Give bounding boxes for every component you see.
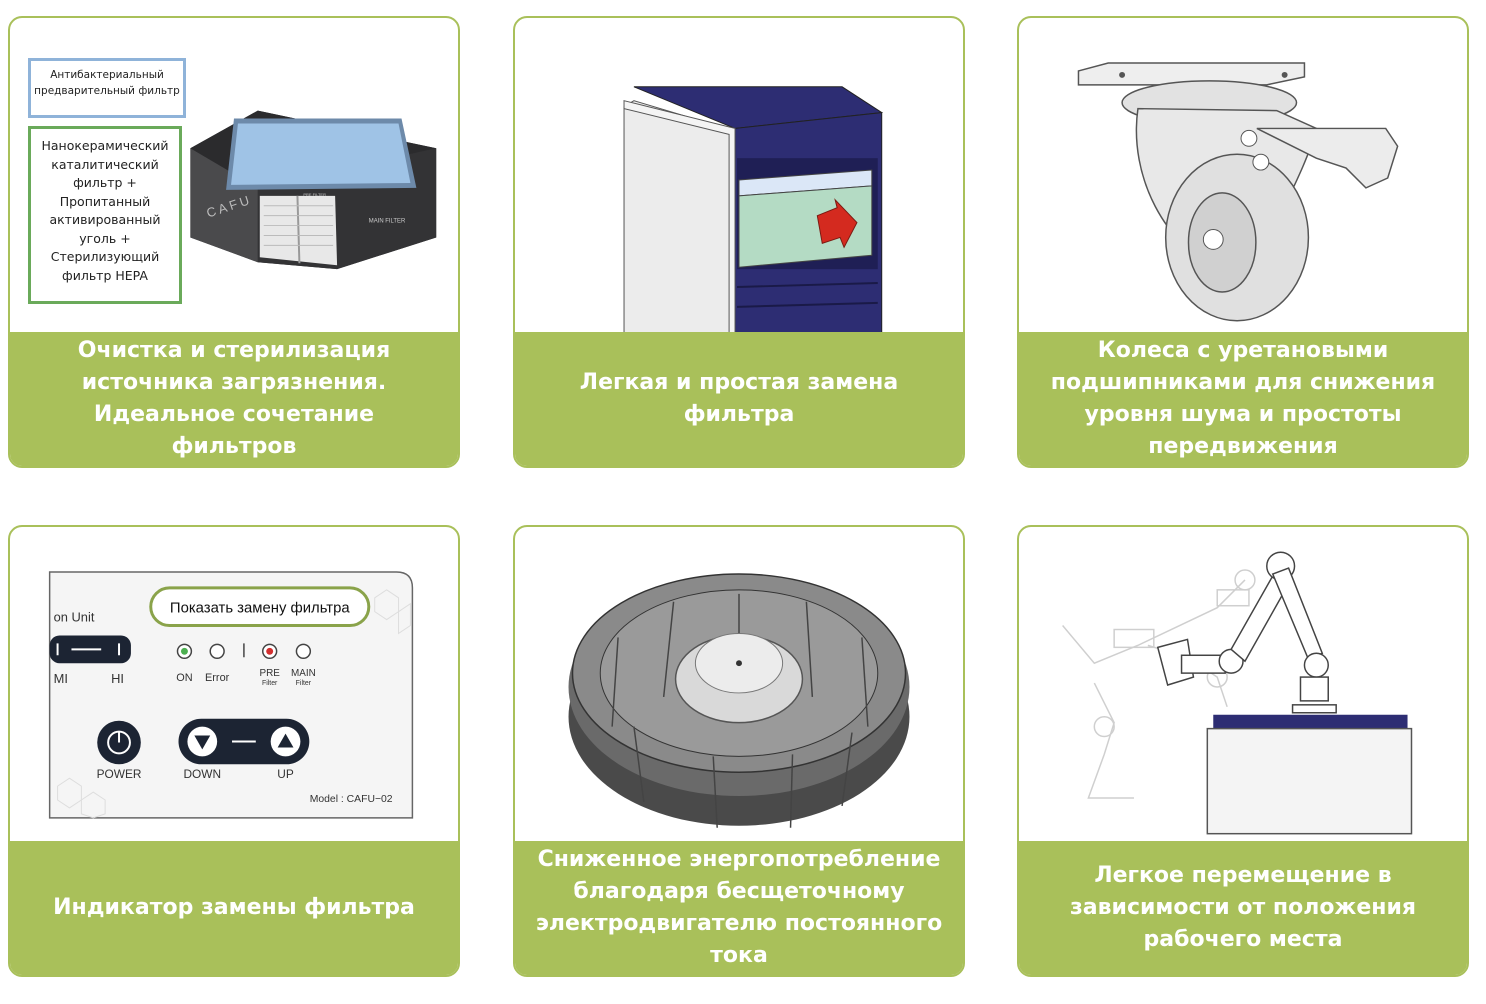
led-on-label: ON: [176, 672, 192, 684]
feature-card-arm: Легкое перемещение в зависимости от поло…: [1017, 525, 1469, 977]
card-caption: Сниженное энергопотребление благодаря бе…: [515, 841, 963, 975]
unit-text: on Unit: [54, 610, 95, 625]
main-filter-label: Нанокерамический каталитический фильтр +…: [28, 126, 182, 304]
feature-card-filter-replacement: Легкая и простая замена фильтра: [513, 16, 965, 468]
pre-filter-tag: PRE FILTER: [303, 192, 326, 197]
down-label: DOWN: [183, 767, 221, 781]
led-pre-sub-label: Filter: [262, 680, 278, 687]
prefilter-label: Антибактериальный предварительный фильтр: [28, 58, 186, 118]
card-caption: Индикатор замены фильтра: [10, 841, 458, 975]
filter-change-callout: Показать замену фильтра: [170, 601, 350, 617]
power-label: POWER: [97, 767, 142, 781]
filter-box-image: CAFU MAIN FILTER PRE FILTER: [190, 110, 437, 270]
arm-illustration: [1019, 527, 1467, 845]
control-panel-illustration: Показать замену фильтра on Unit MI HI ON…: [10, 527, 458, 845]
card-caption: Легкая и простая замена фильтра: [515, 332, 963, 466]
caster-illustration: [1019, 18, 1467, 336]
cabinet-image: [623, 86, 884, 336]
cabinet-illustration: [515, 18, 963, 336]
feature-card-indicator: Показать замену фильтра on Unit MI HI ON…: [8, 525, 460, 977]
card-caption: Колеса с уретановыми подшипниками для сн…: [1019, 332, 1467, 466]
led-main-label: MAIN: [291, 668, 316, 679]
led-error-label: Error: [205, 672, 230, 684]
led-pre-label: PRE: [259, 668, 280, 679]
fan-impeller-image: [568, 573, 910, 828]
filter-illustration: CAFU MAIN FILTER PRE FILTER Антибактериа…: [10, 18, 458, 336]
card-caption: Очистка и стерилизация источника загрязн…: [10, 332, 458, 466]
led-main-sub-label: Filter: [296, 680, 312, 687]
up-label: UP: [277, 767, 294, 781]
fan-illustration: [515, 527, 963, 845]
main-filter-tag: MAIN FILTER: [369, 219, 406, 225]
card-caption: Легкое перемещение в зависимости от поло…: [1019, 841, 1467, 975]
speed-high-label: HI: [111, 671, 124, 686]
feature-card-filters: CAFU MAIN FILTER PRE FILTER Антибактериа…: [8, 16, 460, 468]
caster-wheel-image: [1077, 62, 1399, 322]
feature-card-wheels: Колеса с уретановыми подшипниками для сн…: [1017, 16, 1469, 468]
speed-low-label: MI: [54, 671, 68, 686]
feature-card-motor: Сниженное энергопотребление благодаря бе…: [513, 525, 965, 977]
extraction-arm-image: [1062, 551, 1413, 835]
model-text: Model : CAFU−02: [310, 794, 393, 805]
control-panel-image: Показать замену фильтра on Unit MI HI ON…: [48, 571, 414, 819]
